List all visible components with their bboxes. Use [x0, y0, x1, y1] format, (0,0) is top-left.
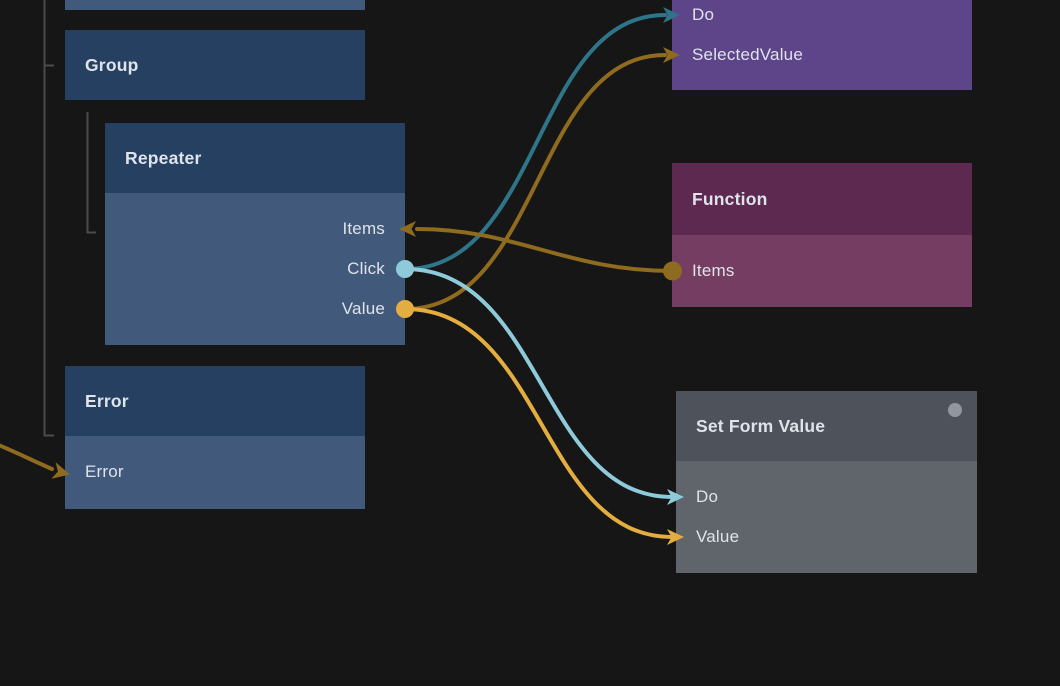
- node-function-header[interactable]: Function: [672, 163, 972, 235]
- port-repeater-click[interactable]: Click: [347, 259, 385, 278]
- status-dot-icon: [948, 403, 962, 417]
- tree-connector-main: [43, 0, 54, 437]
- node-function-ports: Items: [672, 235, 972, 307]
- node-set-form-value-header[interactable]: Set Form Value: [676, 391, 977, 461]
- node-repeater-header[interactable]: Repeater: [105, 123, 405, 193]
- node-group[interactable]: Group: [65, 30, 365, 100]
- node-set-form-value-ports: Do Value: [676, 461, 977, 573]
- node-function[interactable]: Function Items: [672, 163, 972, 307]
- port-sfv-value[interactable]: Value: [696, 527, 740, 546]
- node-error-ports: Error: [65, 436, 365, 509]
- node-repeater-title: Repeater: [125, 148, 202, 168]
- port-purple-do[interactable]: Do: [692, 5, 715, 24]
- port-repeater-value[interactable]: Value: [341, 299, 385, 318]
- port-sfv-do[interactable]: Do: [696, 487, 719, 506]
- node-purple[interactable]: Do SelectedValue: [672, 0, 972, 90]
- port-purple-selectedvalue[interactable]: SelectedValue: [692, 45, 803, 64]
- node-group-title: Group: [85, 55, 139, 75]
- node-partial-top[interactable]: [65, 0, 365, 10]
- node-error-title: Error: [85, 391, 129, 411]
- node-repeater[interactable]: Repeater Items Click Value: [105, 123, 405, 345]
- node-repeater-ports: Items Click Value: [105, 193, 405, 345]
- wire-value-to-sfv-value[interactable]: [403, 307, 674, 539]
- port-function-items[interactable]: Items: [692, 261, 735, 280]
- port-error-error[interactable]: Error: [85, 462, 124, 481]
- node-set-form-value[interactable]: Set Form Value Do Value: [676, 391, 977, 573]
- wire-click-to-sfv-do[interactable]: [403, 267, 674, 499]
- tree-connector-repeater: [86, 112, 96, 234]
- wire-functionitems-to-repeateritems[interactable]: [415, 227, 674, 273]
- node-set-form-value-title: Set Form Value: [696, 416, 826, 436]
- wire-offscreen-to-error[interactable]: [0, 440, 54, 471]
- node-error-header[interactable]: Error: [65, 366, 365, 436]
- port-repeater-items[interactable]: Items: [342, 219, 385, 238]
- wire-value-to-selectedvalue[interactable]: [403, 53, 667, 311]
- node-function-title: Function: [692, 189, 768, 209]
- wire-click-to-do[interactable]: [403, 13, 667, 271]
- node-error[interactable]: Error Error: [65, 366, 365, 509]
